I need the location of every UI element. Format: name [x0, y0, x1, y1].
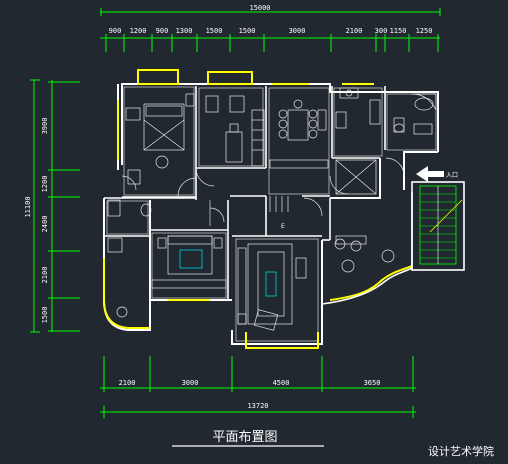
- window-balcony: [329, 265, 413, 301]
- balcony-plant-icon: [381, 249, 395, 263]
- top-dim-11: 1250: [416, 27, 433, 35]
- entrance-label: 入口: [446, 172, 458, 179]
- plant-icon: [116, 306, 128, 318]
- top-total-dimension: 15000: [249, 4, 270, 12]
- bottom-total-dimension: 13720: [247, 402, 268, 410]
- master-bed-icon: [143, 103, 185, 151]
- top-dim-1: 900: [109, 27, 122, 35]
- windows: [103, 69, 413, 349]
- bottom-dim-4: 3650: [364, 379, 381, 387]
- watermark-text: 设计艺术学院: [428, 444, 494, 458]
- top-dim-4: 1300: [176, 27, 193, 35]
- top-dim-6: 1500: [239, 27, 256, 35]
- bottom-dim-3: 4500: [273, 379, 290, 387]
- entrance-marker: 入口: [416, 166, 458, 182]
- staircase: [411, 181, 465, 271]
- left-dim-2: 1200: [41, 176, 49, 193]
- top-dim-3: 900: [156, 27, 169, 35]
- furniture: [107, 87, 437, 331]
- left-dimension-chain: 11100 3900 1200 2400 2100 1500: [24, 79, 80, 333]
- top-dimension-chain: 15000 900 1200 900 1300 1500 1500 3000 2…: [100, 4, 441, 52]
- top-dim-2: 1200: [130, 27, 147, 35]
- desk-icon: [225, 131, 243, 163]
- top-dim-5: 1500: [206, 27, 223, 35]
- balcony-table-icon: [341, 259, 355, 273]
- balcony-outline: [321, 192, 413, 305]
- top-dim-9: 300: [375, 27, 388, 35]
- left-dim-1: 3900: [41, 118, 49, 135]
- left-total-dimension: 11100: [24, 196, 32, 217]
- bottom-dimension-chain: 2100 3000 4500 3650 13720: [100, 356, 416, 418]
- top-dim-8: 2100: [346, 27, 363, 35]
- drawing-title: 平面布置图: [212, 430, 277, 445]
- dining-table-icon: [287, 109, 309, 141]
- top-dim-7: 3000: [289, 27, 306, 35]
- sofa-icon: [247, 243, 293, 325]
- wall-thickness-lines: [106, 86, 437, 342]
- interior-walls: [104, 86, 386, 300]
- exterior-walls: [103, 83, 439, 345]
- bottom-dim-1: 2100: [119, 379, 136, 387]
- marker-e: E: [281, 223, 285, 230]
- window-left-bay: [103, 258, 150, 329]
- window-living-bay: [245, 332, 319, 349]
- chair-icon: [155, 155, 169, 169]
- bottom-dim-2: 3000: [182, 379, 199, 387]
- top-dim-10: 1150: [390, 27, 407, 35]
- entrance-arrow-icon: [416, 166, 444, 182]
- left-dim-5: 1500: [41, 307, 49, 324]
- window-study: [207, 71, 253, 85]
- left-dim-3: 2400: [41, 216, 49, 233]
- left-dim-4: 2100: [41, 267, 49, 284]
- window-master-bedroom: [137, 69, 179, 85]
